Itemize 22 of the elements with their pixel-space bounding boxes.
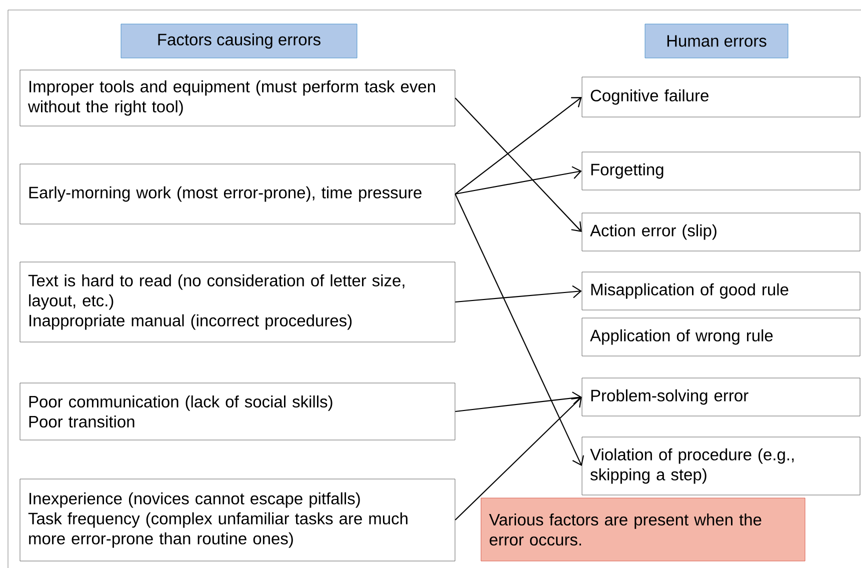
arrow — [455, 166, 582, 195]
factor-box: Text is hard to read (no consideration of letter size, layout, etc.) Inappropriate manual (incorrect procedures) — [20, 262, 456, 342]
error-box: Forgetting — [582, 152, 860, 190]
heading-box: Human errors — [644, 24, 788, 58]
factor-box: Poor communication (lack of social skills) Poor transition — [20, 382, 456, 440]
arrow — [455, 285, 582, 303]
error-box: Cognitive failure — [582, 76, 860, 118]
error-box: Action error (slip) — [582, 212, 860, 252]
error-box: Misapplication of good rule — [582, 272, 860, 310]
heading-box: Factors causing errors — [120, 24, 358, 58]
error-box: Violation of procedure (e.g., skipping a step) — [582, 436, 860, 496]
error-box: Application of wrong rule — [582, 318, 860, 356]
factor-box: Inexperience (novices cannot escape pitfalls) Task frequency (complex unfamiliar tasks are much more error-prone than routine ones) — [20, 478, 456, 562]
note-box: Various factors are present when the error occurs. — [480, 498, 806, 562]
arrow — [454, 98, 582, 232]
factor-box: Improper tools and equipment (must perform task even without the right tool) — [20, 70, 456, 126]
arrow — [454, 97, 582, 194]
factor-box: Early-morning work (most error-prone), time pressure — [20, 164, 456, 224]
arrow — [455, 392, 582, 412]
arrow — [454, 397, 582, 520]
error-box: Problem-solving error — [582, 378, 860, 416]
arrow — [454, 194, 584, 466]
